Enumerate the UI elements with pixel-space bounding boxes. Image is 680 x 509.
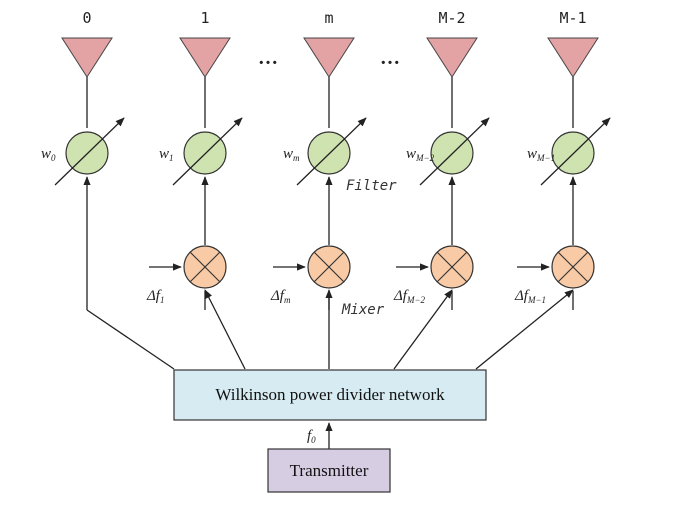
- element-index-label: M-2: [438, 9, 465, 27]
- antenna-icon: [426, 37, 478, 78]
- divider-to-mixer-arrow: [393, 289, 453, 370]
- frequency-offset-label: ΔfM−1: [514, 288, 546, 305]
- wilkinson-divider-label: Wilkinson power divider network: [215, 385, 445, 404]
- ellipsis-left: …: [258, 47, 278, 69]
- phase-shifter-adjust-arrow: [419, 117, 490, 186]
- frequency-offset-label: Δf1: [146, 288, 164, 305]
- divider-to-mixer-arrow: [475, 289, 574, 370]
- weight-label: w0: [41, 146, 56, 163]
- divider-fan-line: [86, 309, 175, 370]
- weight-label: wM−2: [406, 146, 435, 163]
- filter-label: Filter: [346, 178, 397, 194]
- mixer-cross-line: [436, 251, 468, 283]
- antenna-icon: [303, 37, 355, 78]
- phase-shifter-adjust-arrow: [296, 117, 367, 186]
- weight-label: wm: [283, 146, 300, 163]
- transmitter-label: Transmitter: [290, 461, 369, 480]
- frequency-offset-label: Δfm: [270, 288, 291, 305]
- transmitter-box: [267, 448, 391, 493]
- mixer-cross-line: [313, 251, 345, 283]
- antenna-icon: [61, 37, 113, 78]
- weight-label: w1: [159, 146, 174, 163]
- ellipsis-right: …: [380, 47, 400, 69]
- phase-shifter-adjust-arrow: [540, 117, 611, 186]
- element-index-label: m: [324, 9, 333, 27]
- antenna-icon: [547, 37, 599, 78]
- divider-to-mixer-arrow: [204, 289, 246, 370]
- mixer-cross-line: [189, 251, 221, 283]
- frequency-offset-label: ΔfM−2: [393, 288, 426, 305]
- element-index-label: M-1: [559, 9, 586, 27]
- element-index-label: 0: [82, 9, 91, 27]
- phase-shifter-adjust-arrow: [54, 117, 125, 186]
- antenna-icon: [179, 37, 231, 78]
- carrier-label: f0: [307, 428, 316, 445]
- element-index-label: 1: [200, 9, 209, 27]
- wilkinson-divider-box: [173, 369, 487, 421]
- weight-label: wM−1: [527, 146, 555, 163]
- mixer-label: Mixer: [341, 302, 385, 318]
- phase-shifter-adjust-arrow: [172, 117, 243, 186]
- mixer-cross-line: [557, 251, 589, 283]
